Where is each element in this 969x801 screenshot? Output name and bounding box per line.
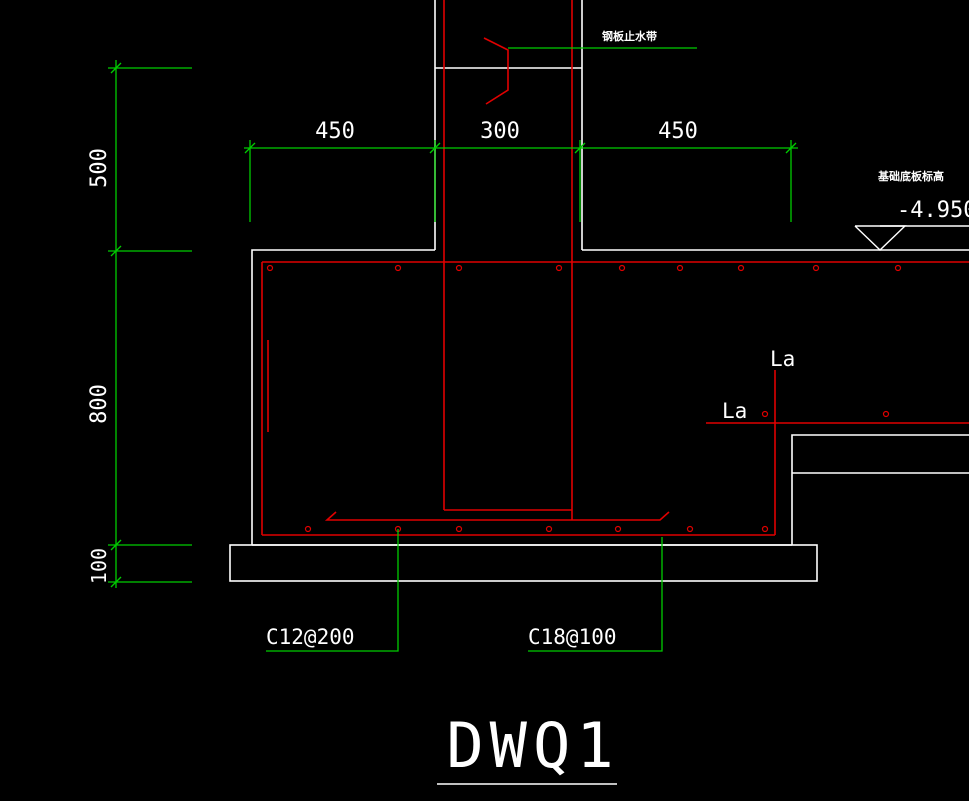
foundation-level-value: -4.950 <box>897 198 969 223</box>
dim-left-450: 450 <box>315 119 355 144</box>
anchorage-label-horizontal: La <box>722 399 747 423</box>
rebar-dots <box>266 264 902 533</box>
water-stop-note: 钢板止水带 <box>602 29 657 43</box>
level-marker <box>854 225 969 251</box>
foundation-level-label: 基础底板标高 <box>877 169 944 183</box>
dim-height-500: 500 <box>87 148 112 188</box>
dim-right-450: 450 <box>658 119 698 144</box>
drawing-title: DWQ1 <box>446 709 619 782</box>
dim-wall-300: 300 <box>480 119 520 144</box>
rebar-callout-c12: C12@200 <box>266 625 355 649</box>
rebar-group <box>261 0 969 536</box>
dim-height-100: 100 <box>87 548 111 584</box>
concrete-outline <box>229 0 969 582</box>
dimension-lines <box>108 47 798 652</box>
anchorage-label-vertical: La <box>770 347 795 371</box>
dim-height-800: 800 <box>87 384 112 424</box>
rebar-callout-c18: C18@100 <box>528 625 617 649</box>
